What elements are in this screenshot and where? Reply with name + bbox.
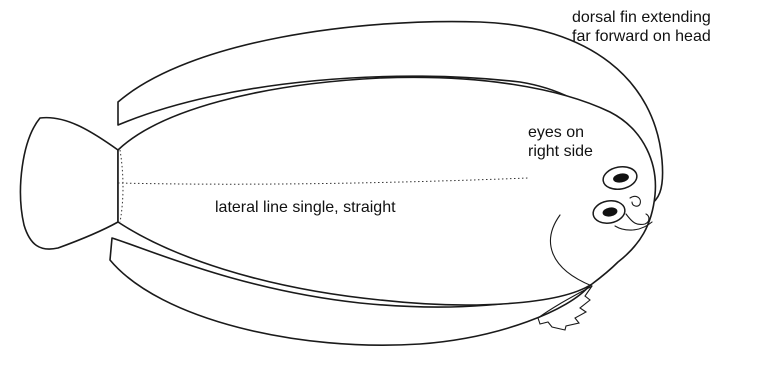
caudal-fin — [21, 118, 118, 249]
dorsal-fin-annotation: dorsal fin extending far forward on head — [572, 8, 711, 46]
eyes-annotation: eyes on right side — [528, 123, 593, 161]
dorsal-fin-annotation-line-2: far forward on head — [572, 27, 711, 46]
eyes-annotation-line-1: eyes on — [528, 123, 593, 142]
eyes-annotation-line-2: right side — [528, 142, 593, 161]
lateral-line-annotation: lateral line single, straight — [215, 198, 396, 217]
dorsal-fin-annotation-line-1: dorsal fin extending — [572, 8, 711, 27]
